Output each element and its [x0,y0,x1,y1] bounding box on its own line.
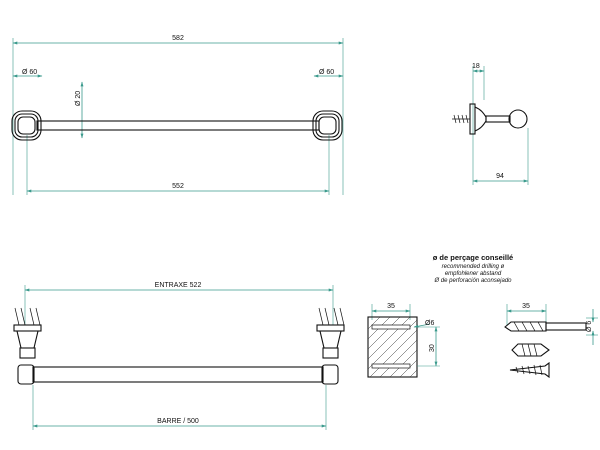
dim-label-hole-diameter: Ø6 [425,320,434,327]
right-rosette [312,110,343,141]
towel-bar-bottom [32,366,324,383]
dim-label-rosette-right: Ø 60 [319,69,334,76]
drilling-note-de: empfohlener abstand [445,271,502,277]
arm-side [485,115,511,123]
dim-label-plug-depth: 35 [387,303,395,310]
dim-label-552: 552 [172,183,184,190]
hardware-view: 35 Ø 6 [504,303,598,379]
left-rosette [11,110,42,141]
dim-label-drill-diameter: Ø 6 [586,321,593,332]
dim-label-side-18: 18 [472,63,480,70]
drill-bit-icon [504,321,587,332]
dim-label-drill-depth: 35 [522,303,530,310]
dim-label-entraxe: ENTRAXE 522 [155,282,202,289]
drill-hole-lower [371,363,411,369]
wall-plug-icon [511,343,550,357]
side-view: 18 94 [452,63,529,185]
drill-hole-upper [371,324,411,330]
bar-end-side [508,109,528,129]
right-mount-bottom [316,307,345,385]
dim-label-rosette-left: Ø 60 [22,69,37,76]
drilling-note-es: Ø de perforación aconsejado [433,278,512,284]
drilling-note: ø de perçage conseillé recommended drill… [433,253,513,284]
dim-label-bar-diameter: Ø 20 [75,91,82,106]
screw-icon [509,361,550,379]
dim-label-plug-height: 30 [429,344,436,352]
dim-label-side-94: 94 [496,173,504,180]
bottom-view: ENTRAXE 522 BARRE / 500 [13,282,345,430]
wall-screw-side [452,114,470,124]
dim-label-barre: BARRE / 500 [157,418,199,425]
dim-line-hole-diameter [413,323,431,328]
towel-bar-front [36,120,320,131]
left-mount-bottom [13,307,42,385]
rosette-side [474,106,487,132]
wall-plate-side [469,103,476,135]
wall-block [367,316,418,378]
dim-label-582: 582 [172,35,184,42]
front-view: 582 Ø 60 Ø 60 Ø 20 552 [11,35,344,195]
drilling-note-en: recommended drilling ø [442,264,505,270]
wall-hatching [367,316,418,378]
drilling-note-title: ø de perçage conseillé [433,253,513,262]
wall-section: 35 Ø6 30 [367,303,440,378]
